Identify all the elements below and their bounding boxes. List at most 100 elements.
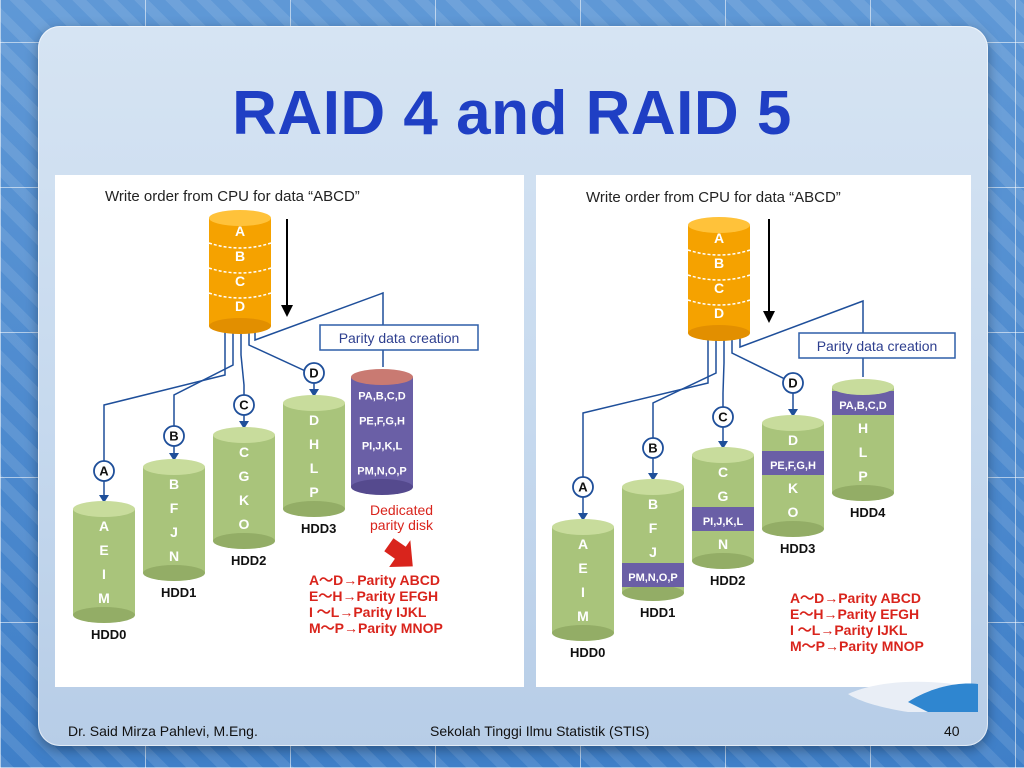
raid4-cache-body (209, 218, 271, 326)
raid5-cache-block: D (714, 305, 724, 321)
raid5-marker-label: A (578, 480, 588, 495)
raid5-block-label: A (578, 536, 588, 552)
raid5-cache-top (688, 217, 750, 233)
raid5-disk-bottom (552, 625, 614, 641)
raid5-parity-block-label: PA,B,C,D (839, 400, 887, 412)
raid4-block-label: L (310, 460, 319, 476)
raid5-disk-top (692, 447, 754, 463)
raid5-cache-stack: ABCD (687, 217, 751, 341)
raid4-block-label: I (102, 566, 106, 582)
raid4-disk-name: HDD1 (161, 585, 196, 600)
raid4-disk-bottom (143, 565, 205, 581)
raid5-parity-line (739, 299, 864, 349)
raid5-marker-circle (572, 476, 594, 498)
raid5-cache-block: B (714, 255, 724, 271)
raid5-block-label: C (718, 464, 728, 480)
raid4-cache-stack: ABCD (208, 210, 272, 334)
raid5-disk-top (622, 479, 684, 495)
raid4-disk-top (143, 459, 205, 475)
raid4-line-arrowhead (239, 421, 249, 429)
raid5-block-label: D (788, 432, 798, 448)
raid4-block-label: M (98, 590, 110, 606)
raid4-disk-bottom (351, 479, 413, 495)
raid5-block-label: N (718, 536, 728, 552)
raid4-block-label: C (239, 444, 249, 460)
raid5-parity-block (692, 507, 754, 531)
raid4-cache-divider (208, 267, 272, 274)
raid5-disk-name: HDD2 (710, 573, 745, 588)
raid5-write-arrowhead (763, 311, 775, 323)
raid5-block-label: P (858, 468, 867, 484)
raid5-line-arrowhead (718, 441, 728, 449)
raid4-disk-bottom (73, 607, 135, 623)
raid5-parity-block-label: PE,F,G,H (770, 460, 816, 472)
raid5-disks: AEIMHDD0ABFJPM,N,O,PHDD1BCGPI,J,K,LNHDD2… (552, 372, 894, 660)
raid4-block-label: O (239, 516, 250, 532)
raid4-marker-circle (303, 362, 325, 384)
raid4-parity-label: Parity data creation (339, 330, 460, 346)
raid4-cache-divider (208, 292, 272, 299)
raid4-dedicated-line2: parity disk (370, 517, 434, 533)
raid4-diagram: Write order from CPU for data “ABCD” ABC… (73, 188, 479, 642)
raid4-cache-block: C (235, 273, 245, 289)
raid4-line-arrowhead (169, 453, 179, 461)
raid4-marker-circle (93, 460, 115, 482)
raid5-disk-body (552, 527, 614, 633)
footer-author: Dr. Said Mirza Pahlevi, M.Eng. (68, 723, 258, 739)
footer-page-number: 40 (944, 723, 960, 739)
raid4-disk-body (351, 377, 413, 487)
raid4-legend-line: E～H→Parity EFGH (309, 588, 438, 604)
raid4-disk-body (73, 509, 135, 615)
raid5-cache-block: A (714, 230, 724, 246)
raid5-block-label: J (649, 544, 657, 560)
raid5-legend-line: M～P→Parity MNOP (790, 638, 924, 654)
raid4-line-arrowhead (309, 389, 319, 397)
raid5-data-line (582, 331, 709, 517)
raid5-block-label: M (577, 608, 589, 624)
raid4-disk-name: HDD2 (231, 553, 266, 568)
raid5-line-arrowhead (578, 513, 588, 521)
raid4-marker-label: A (99, 464, 109, 479)
raid5-parity-box: Parity data creation (798, 332, 956, 359)
raid4-block-label: J (170, 524, 178, 540)
raid4-parity-block-label: PA,B,C,D (358, 391, 406, 403)
raid4-marker-label: C (239, 398, 249, 413)
raid5-disk-top (552, 519, 614, 535)
raid4-cache-bottom (209, 318, 271, 334)
raid5-data-line (731, 331, 794, 413)
raid4-cache-top (209, 210, 271, 226)
raid4-marker-label: B (169, 429, 178, 444)
raid4-dedicated-line1: Dedicated (370, 502, 433, 518)
raid5-parity-block-label: PI,J,K,L (703, 516, 744, 528)
raid5-legend-line: E～H→Parity EFGH (790, 606, 919, 622)
raid5-header: Write order from CPU for data “ABCD” (586, 189, 841, 206)
raid5-disk-name: HDD1 (640, 605, 675, 620)
raid4-disk-top (73, 501, 135, 517)
raid4-disk-name: HDD3 (301, 521, 336, 536)
raid4-disk-name: HDD0 (91, 627, 126, 642)
raid5-block-label: I (581, 584, 585, 600)
raid5-disk-bottom (692, 553, 754, 569)
raid5-legend-line: I ～L→Parity IJKL (790, 622, 908, 638)
raid5-parity-block (762, 451, 824, 475)
raid4-marker-circle (233, 394, 255, 416)
raid5-parity-block (622, 563, 684, 587)
raid4-parity-block-label: PE,F,G,H (359, 416, 405, 428)
raid4-data-line (248, 325, 315, 393)
raid5-parity-label: Parity data creation (817, 338, 938, 354)
raid5-marker-label: C (718, 410, 728, 425)
raid4-cache-block: A (235, 223, 245, 239)
raid4-cache-block: D (235, 298, 245, 314)
raid4-disk-top (283, 395, 345, 411)
raid4-disk-top (351, 369, 413, 385)
raid5-disk-name: HDD0 (570, 645, 605, 660)
raid4-parity-box: Parity data creation (319, 324, 479, 351)
raid5-disk-name: HDD4 (850, 505, 886, 520)
raid4-disks: AEIMHDD0ABFJNHDD1BCGKOHDD2CDHLPHDD3DPA,B… (73, 362, 413, 642)
raid4-block-label: N (169, 548, 179, 564)
raid5-cache-bottom (688, 325, 750, 341)
raid4-legend-line: M～P→Parity MNOP (309, 620, 443, 636)
raid5-marker-circle (642, 437, 664, 459)
